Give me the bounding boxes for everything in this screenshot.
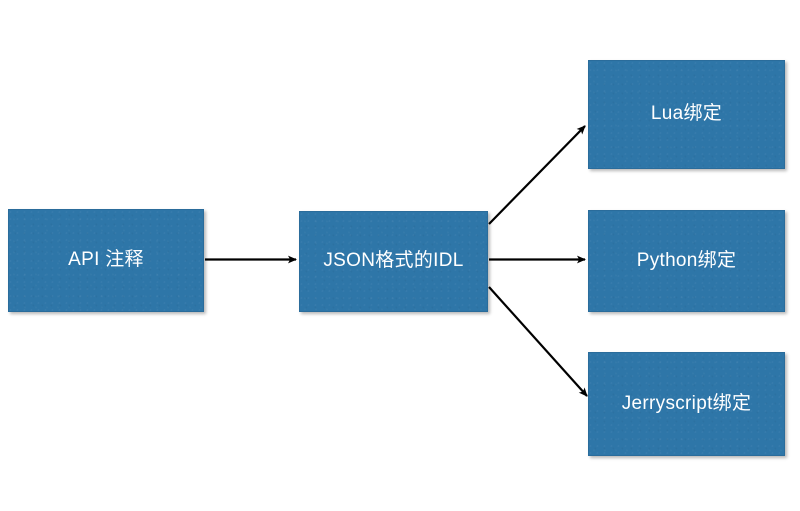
node-jerryscript-binding[interactable]: Jerryscript绑定 bbox=[588, 352, 785, 456]
node-python-binding[interactable]: Python绑定 bbox=[588, 210, 785, 312]
edge-idl-to-jerry bbox=[488, 286, 588, 397]
node-label: Lua绑定 bbox=[650, 103, 723, 125]
edge-idl-to-lua bbox=[488, 125, 586, 225]
node-label: JSON格式的IDL bbox=[323, 250, 464, 272]
node-api-annotation[interactable]: API 注释 bbox=[8, 209, 204, 312]
node-lua-binding[interactable]: Lua绑定 bbox=[588, 60, 785, 169]
node-label: Jerryscript绑定 bbox=[621, 392, 752, 414]
node-json-idl[interactable]: JSON格式的IDL bbox=[299, 211, 488, 312]
node-label: API 注释 bbox=[68, 249, 144, 271]
node-label: Python绑定 bbox=[636, 249, 737, 271]
